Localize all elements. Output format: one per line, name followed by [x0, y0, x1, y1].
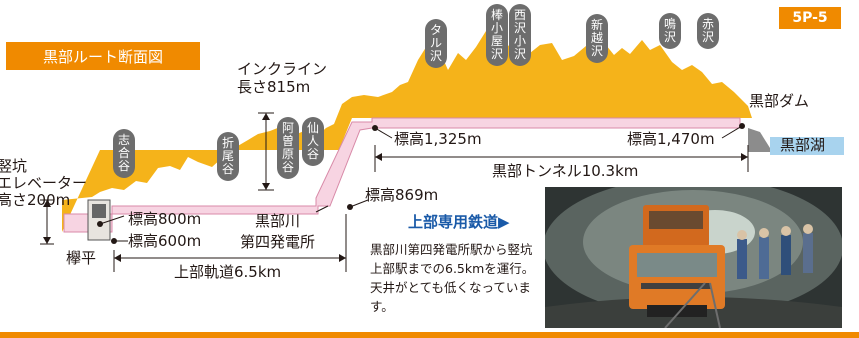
- peak-tag-orio-dani: 折尾谷: [217, 132, 239, 181]
- kurobe-dam-label: 黒部ダム: [749, 92, 810, 110]
- shaft-label: 竪坑 エレベーター 高さ200m: [0, 157, 88, 209]
- peak-tag-nishizawa-kozawa: 西沢小沢: [509, 4, 531, 66]
- marker-869: [347, 204, 353, 210]
- page-code-badge: 5P-5: [779, 7, 841, 29]
- peak-tag-shigoudani: 志合谷: [113, 129, 135, 178]
- peak-tag-bokoya-sawa: 棒小屋沢: [486, 4, 508, 66]
- kurobe-lake-label: 黒部湖: [780, 136, 826, 154]
- railway-description: 黒部川第四発電所駅から竪坑上部駅までの6.5kmを運行。天井がとても低くなってい…: [370, 242, 535, 314]
- incline-label: インクライン 長さ815m: [237, 60, 328, 96]
- power-station-label: 黒部川 第四発電所: [240, 212, 316, 251]
- leader-1470: [721, 125, 743, 139]
- keyakidaira-label: 欅平: [66, 249, 97, 267]
- route-band: [63, 117, 741, 233]
- elevation-1470-label: 標高1,470m: [627, 130, 715, 148]
- tunnel-label: 黒部トンネル10.3km: [492, 162, 639, 180]
- peak-tag-aka-sawa: 赤沢: [697, 13, 719, 49]
- peak-tag-taru-sawa: タル沢: [425, 19, 447, 68]
- marker-1470: [739, 123, 745, 129]
- elevation-800-label: 標高800m: [128, 210, 202, 228]
- leader-power-station: [315, 205, 329, 213]
- elevation-1325-label: 標高1,325m: [394, 130, 482, 148]
- leader-869: [349, 199, 369, 208]
- railway-title: 上部専用鉄道▶: [408, 213, 510, 231]
- diagram-title: 黒部ルート断面図: [6, 42, 200, 70]
- peak-tag-sennin-dani: 仙人谷: [302, 117, 324, 166]
- lake-shape: [770, 137, 844, 155]
- elevation-600-label: 標高600m: [128, 232, 202, 250]
- peak-tag-naru-sawa: 鳴沢: [659, 13, 681, 49]
- leader-1325: [374, 127, 393, 139]
- shaft-elevator-cage: [92, 204, 106, 218]
- upper-track-label: 上部軌道6.5km: [174, 263, 282, 281]
- elevation-869-label: 標高869m: [365, 186, 439, 204]
- marker-600: [111, 238, 117, 244]
- bottom-accent-bar: [0, 332, 859, 338]
- peak-tag-shingoe-sawa: 新越沢: [586, 14, 608, 63]
- dam-shape: [748, 128, 770, 152]
- tunnel-train-illustration: [545, 187, 842, 328]
- peak-tag-asohara-dani: 阿曽原谷: [277, 117, 299, 179]
- tunnel-train-photo: [545, 187, 842, 328]
- leader-800: [99, 215, 125, 225]
- marker-1325: [372, 125, 378, 131]
- marker-800: [97, 221, 103, 227]
